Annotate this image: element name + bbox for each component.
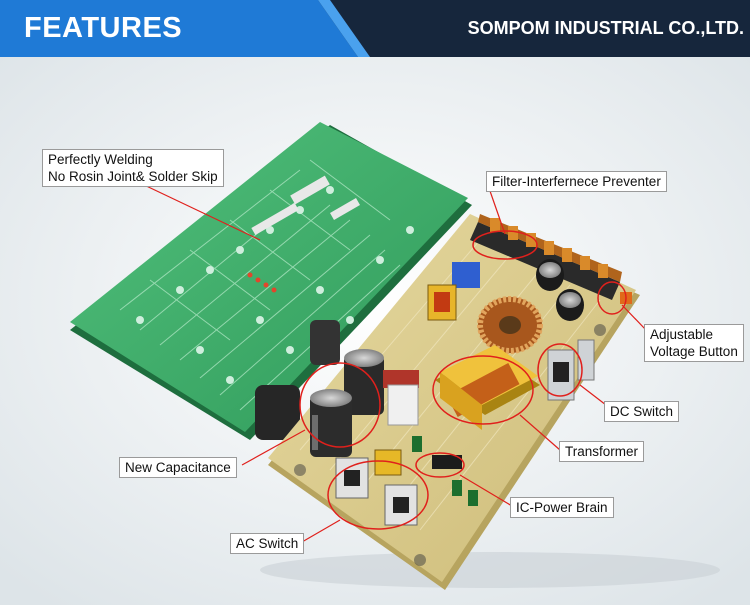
welding-line-2: No Rosin Joint& Solder Skip [48,169,218,184]
power-supply-photo [0,57,750,605]
callout-adjustable-voltage: Adjustable Voltage Button [644,324,744,362]
new-capacitance-label: New Capacitance [125,460,231,475]
callout-filter-interference: Filter-Interfernece Preventer [486,171,667,192]
cream-pcb [268,214,640,590]
callout-new-capacitance: New Capacitance [119,457,237,478]
header-bar: FEATURES SOMPOM INDUSTRIAL CO.,LTD. [0,0,750,57]
callout-transformer: Transformer [559,441,645,462]
filter-label: Filter-Interfernece Preventer [492,174,661,189]
highlight-circles [299,230,627,530]
header-blue-band [0,0,370,57]
page-title: FEATURES [24,12,183,44]
callout-ac-switch: AC Switch [230,533,305,554]
transformer-part [435,345,540,430]
capacitors-part [310,349,384,457]
callout-ic-power-brain: IC-Power Brain [510,497,614,518]
welding-line-1: Perfectly Welding [48,152,153,167]
company-name: SOMPOM INDUSTRIAL CO.,LTD. [467,18,744,38]
green-pcb [70,122,472,440]
callout-dc-switch: DC Switch [604,401,680,422]
callout-perfectly-welding: Perfectly Welding No Rosin Joint& Solder… [42,149,224,187]
ic-power-label: IC-Power Brain [516,500,608,515]
ac-switch-label: AC Switch [236,536,299,551]
adjustable-line-2: Voltage Button [650,344,738,359]
dc-switch-label: DC Switch [610,404,674,419]
transformer-label: Transformer [565,444,639,459]
adjustable-line-1: Adjustable [650,327,714,342]
